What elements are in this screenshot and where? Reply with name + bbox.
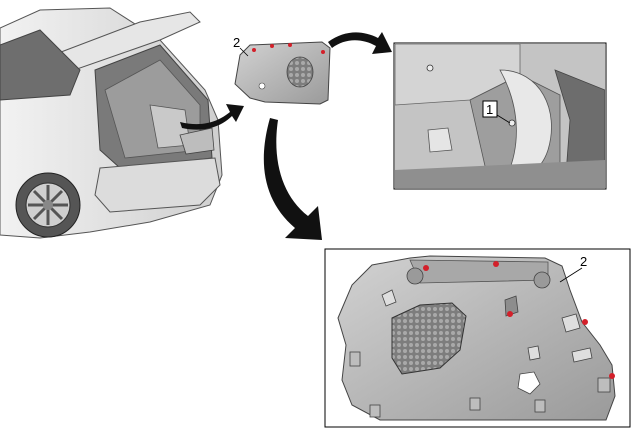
- callout-panel-lower: 2: [580, 254, 587, 269]
- detail-view: 1: [393, 42, 607, 190]
- enlarged-panel-view: 2: [324, 248, 631, 428]
- clip-marker-icon: [423, 261, 615, 379]
- callout-panel-upper: 2: [233, 35, 240, 50]
- curved-arrow-icon: [263, 118, 322, 240]
- leader-line: [239, 47, 249, 57]
- leader-line: [559, 267, 583, 283]
- leader-line: [496, 114, 511, 124]
- curved-arrow-icon: [328, 32, 392, 54]
- callout-box: [482, 100, 498, 118]
- curved-arrow-icon: [180, 104, 244, 130]
- trim-panel-small: [234, 41, 331, 105]
- callout-detail: 1: [486, 102, 493, 117]
- vehicle-illustration: [0, 7, 223, 239]
